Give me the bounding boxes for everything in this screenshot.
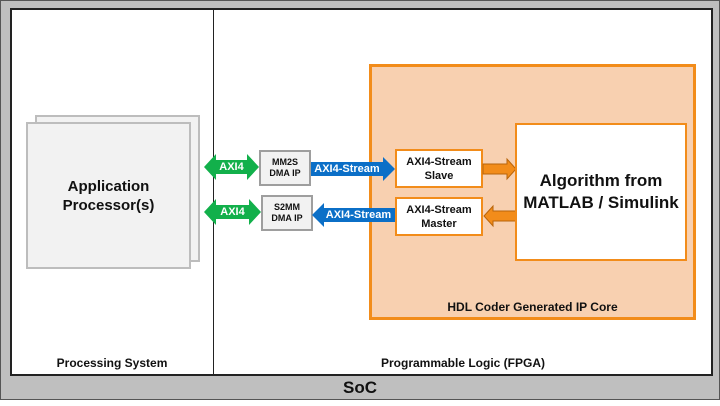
axi4-stream-label-out: AXI4-Stream [325,209,392,221]
algorithm-block: Algorithm from MATLAB / Simulink [515,123,687,261]
s2mm-label-line1: S2MM [273,202,300,212]
mm2s-dma-block: MM2S DMA IP [259,150,311,186]
ip-core-label: HDL Coder Generated IP Core [447,300,618,314]
axi4-label-top: AXI4 [219,161,244,173]
slave-label-line1: AXI4-Stream [406,155,472,168]
application-processor-block: Application Processor(s) [26,122,191,269]
master-label-line2: Master [421,217,457,230]
axi4-stream-arrow-out [312,203,395,227]
s2mm-label-line2: DMA IP [271,213,303,223]
axi4-label-bottom: AXI4 [220,206,245,218]
algorithm-to-master-arrow [483,204,517,228]
axi4-stream-master-block: AXI4-Stream Master [395,197,483,236]
axi4-arrow-bottom [204,199,261,225]
master-label-line1: AXI4-Stream [406,203,472,216]
slave-label-line2: Slave [424,169,454,182]
axi4-arrow-top [204,154,259,180]
processing-system-label: Processing System [56,356,168,370]
algorithm-label-line2: MATLAB / Simulink [523,193,679,212]
programmable-logic-label: Programmable Logic (FPGA) [380,356,546,370]
mm2s-label-line2: DMA IP [269,168,301,178]
processor-label-line1: Application [67,177,150,195]
axi4-stream-arrow-in [311,157,395,181]
algorithm-label-line1: Algorithm from [539,171,663,190]
processor-label-line2: Processor(s) [62,196,155,214]
s2mm-dma-block: S2MM DMA IP [261,195,313,231]
slave-to-algorithm-arrow [482,157,517,181]
soc-label: SoC [343,378,377,397]
mm2s-label-line1: MM2S [271,157,298,167]
axi4-stream-label-in: AXI4-Stream [314,163,380,175]
axi4-stream-slave-block: AXI4-Stream Slave [395,149,483,188]
